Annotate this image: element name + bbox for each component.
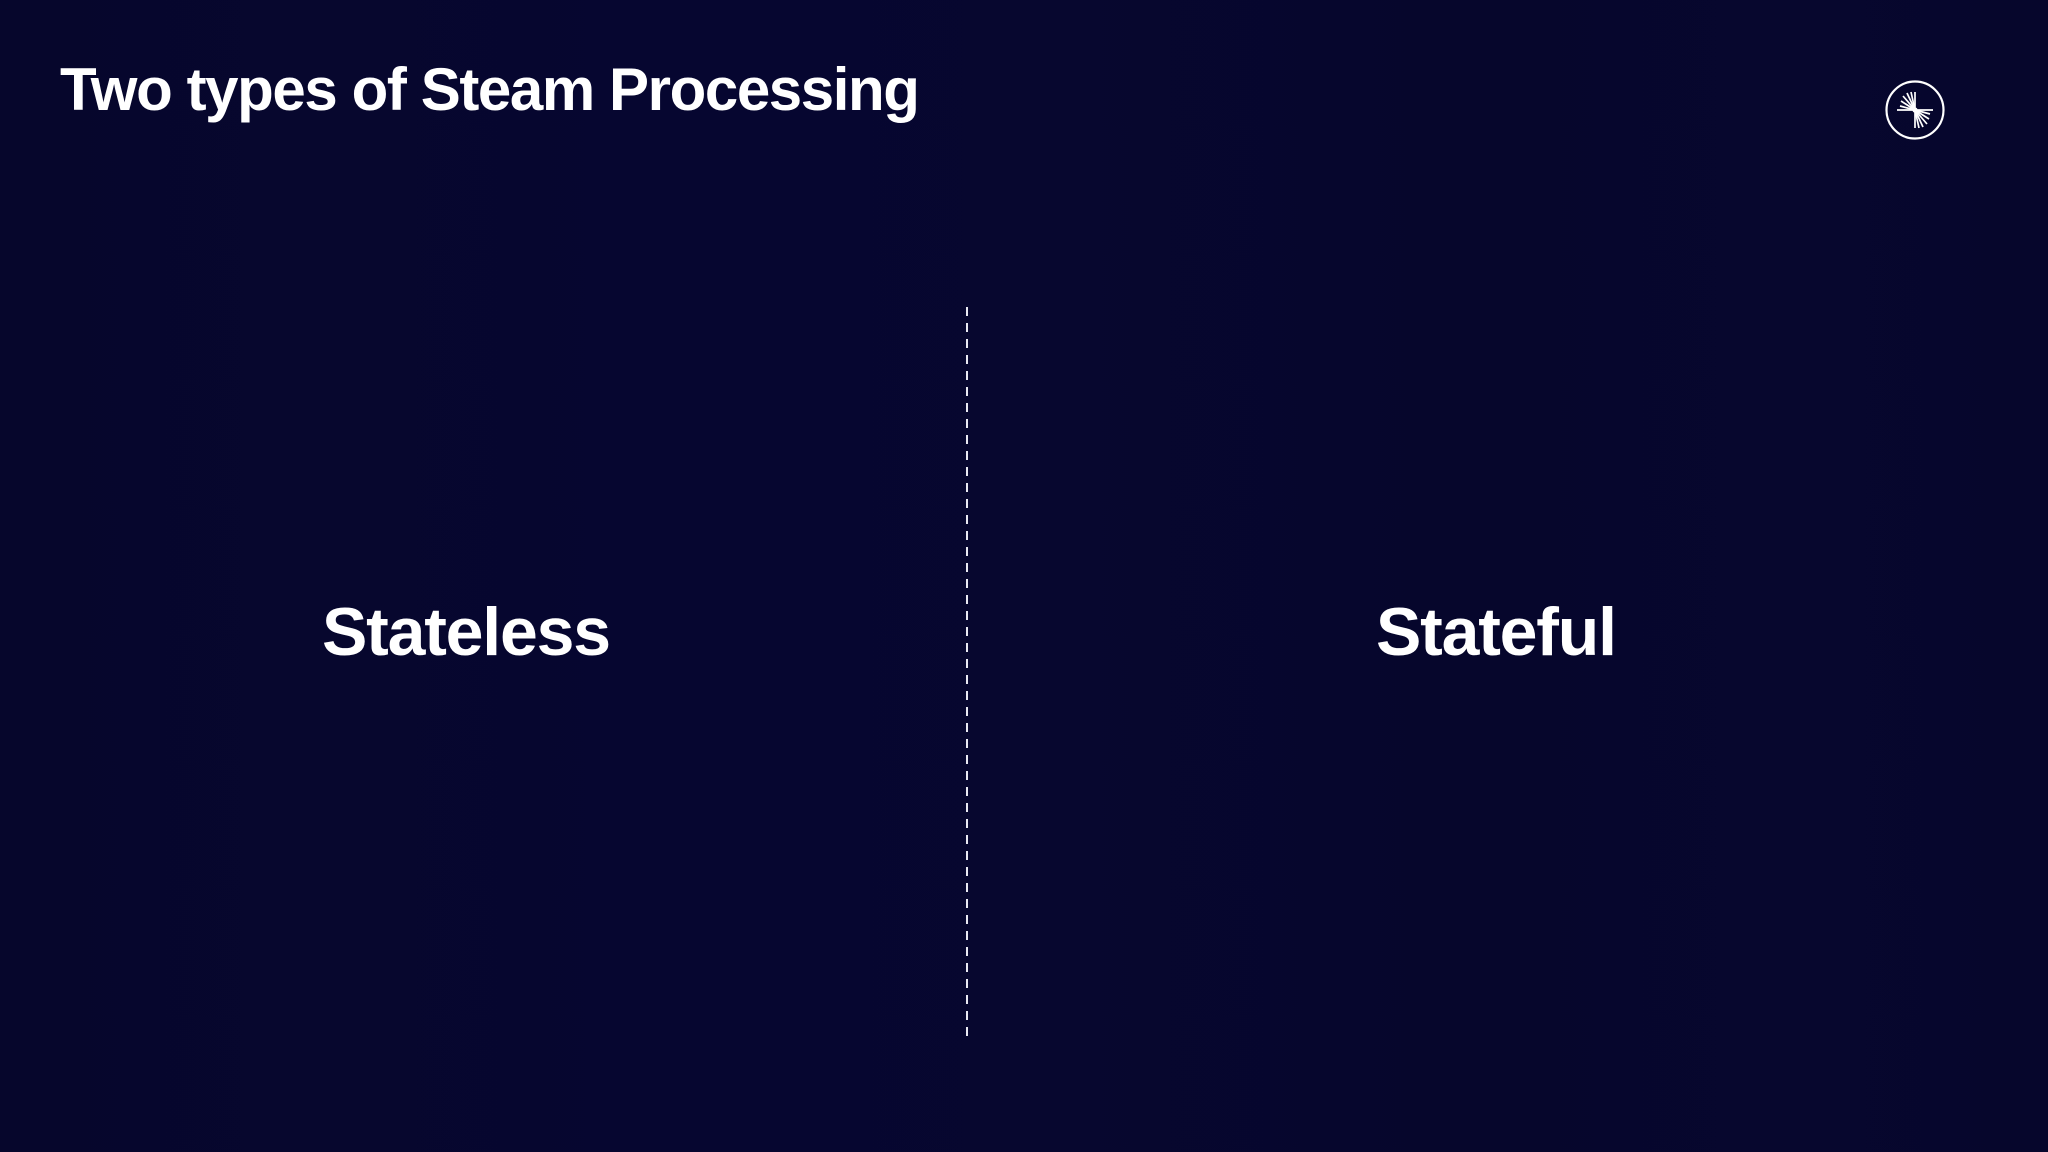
vertical-dashed-divider: [966, 307, 968, 1039]
column-heading-stateless: Stateless: [322, 594, 611, 670]
slide-title: Two types of Steam Processing: [60, 56, 920, 123]
column-heading-stateful: Stateful: [1376, 594, 1617, 670]
starburst-logo-icon: [1885, 80, 1945, 140]
starburst-logo: [1884, 79, 1946, 141]
